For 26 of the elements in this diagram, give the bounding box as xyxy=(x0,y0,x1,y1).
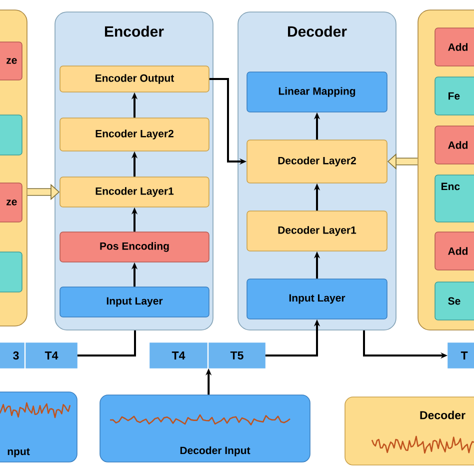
layer-box: Linear Mapping xyxy=(246,72,388,112)
layer-box: Encoder Layer1 xyxy=(60,176,210,208)
layer-box: Encoder Layer2 xyxy=(60,118,210,152)
layer-box: Se xyxy=(434,282,474,320)
token-cell: T4 xyxy=(150,342,208,368)
layer-box: Pos Encoding xyxy=(60,232,210,262)
layer-box: Input Layer xyxy=(60,286,210,318)
layer-box: Enc xyxy=(434,174,474,222)
layer-box xyxy=(0,252,22,292)
layer-box: ze xyxy=(0,182,22,222)
layer-box xyxy=(0,114,22,156)
layer-box: Add xyxy=(434,232,474,270)
token-cell: 3 xyxy=(0,342,24,368)
token-cell: T xyxy=(448,342,474,368)
token-cell: T5 xyxy=(208,342,266,368)
layer-box: Input Layer xyxy=(246,278,388,320)
layer-box: Add xyxy=(434,28,474,66)
layer-box: ze xyxy=(0,42,22,80)
series-box: Decoder Input xyxy=(100,394,310,462)
layer-box: Fe xyxy=(434,76,474,116)
series-box: nput xyxy=(0,392,78,462)
series-box: Decoder xyxy=(344,396,474,466)
layer-box: Add xyxy=(434,126,474,164)
layer-box: Decoder Layer1 xyxy=(246,210,388,252)
layer-box: Encoder Output xyxy=(60,66,210,92)
layer-box: Decoder Layer2 xyxy=(246,140,388,184)
